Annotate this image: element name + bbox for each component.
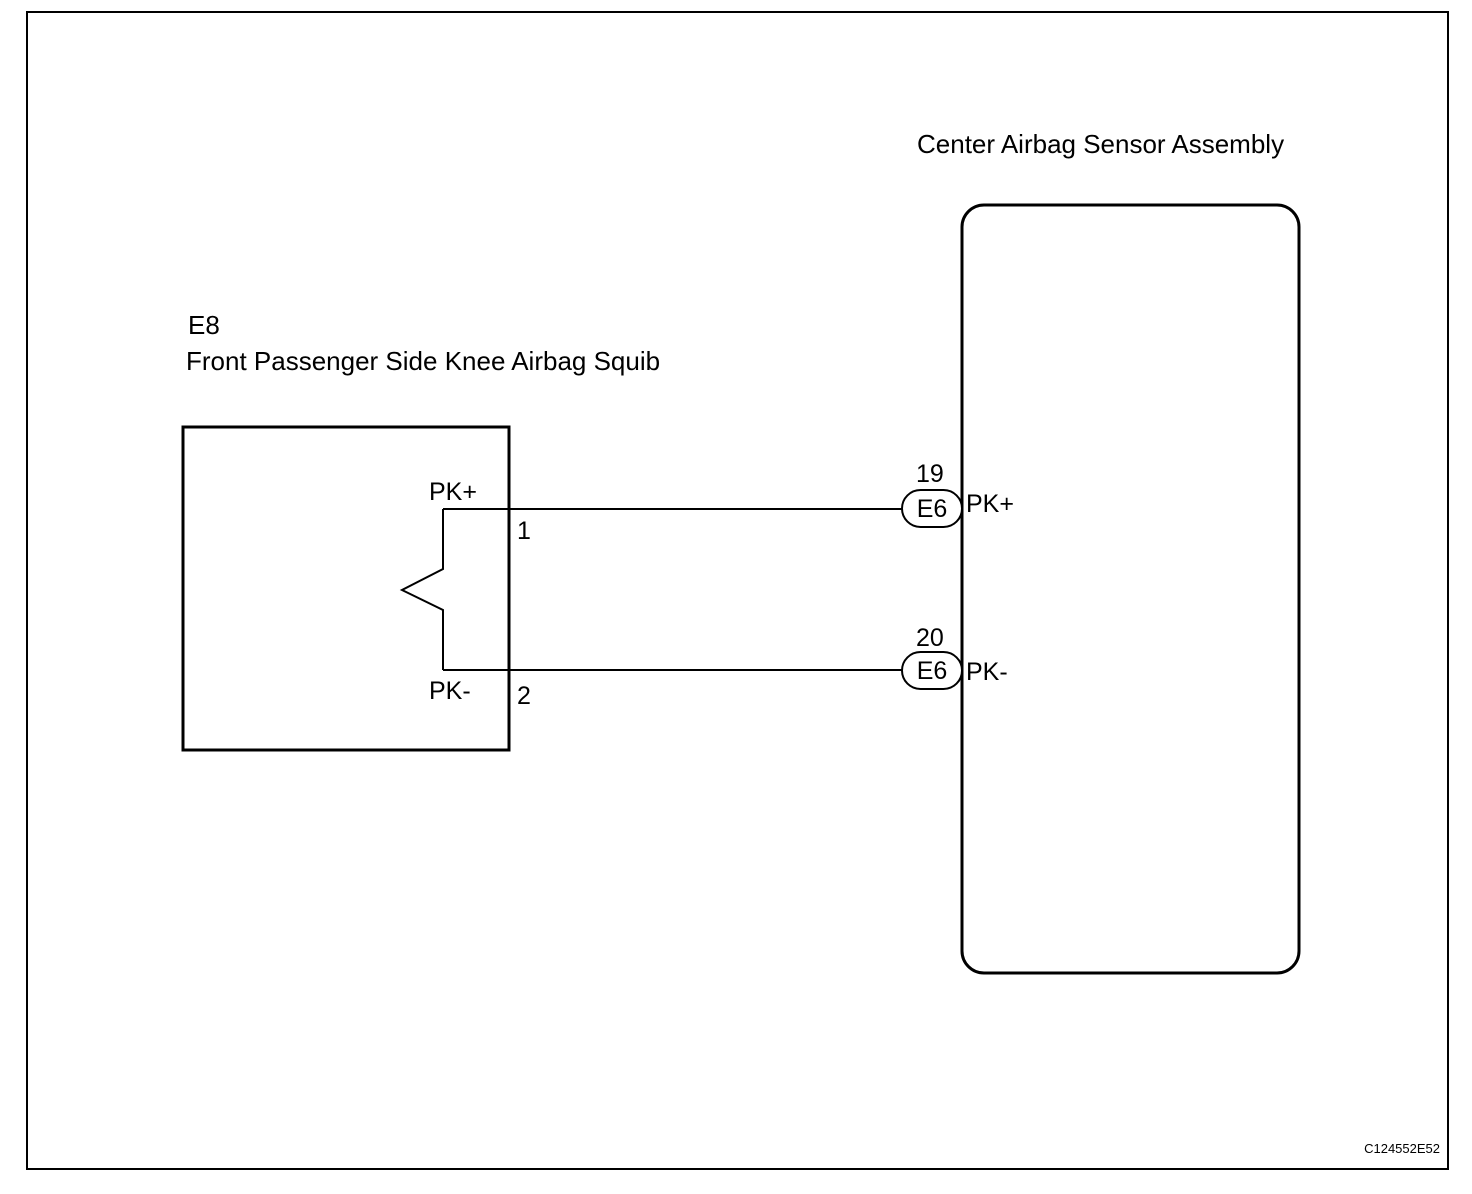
squib-pin-number-1: 1 <box>517 517 531 545</box>
connector-badge-pk-plus <box>901 489 963 528</box>
sensor-title: Center Airbag Sensor Assembly <box>917 129 1284 159</box>
squib-title: Front Passenger Side Knee Airbag Squib <box>186 346 660 376</box>
sensor-box <box>960 203 1301 975</box>
connector-label-pk-plus: E6 <box>917 495 948 523</box>
squib-pin-signal-2: PK- <box>429 677 471 705</box>
sensor-pin-signal-pk-minus: PK- <box>966 658 1008 686</box>
squib-box <box>181 425 511 752</box>
squib-pin-number-2: 2 <box>517 682 531 710</box>
connector-label-pk-minus: E6 <box>917 657 948 685</box>
sensor-pin-signal-pk-plus: PK+ <box>966 490 1014 518</box>
figure-code: C124552E52 <box>1364 1141 1440 1156</box>
squib-pin-signal-1: PK+ <box>429 478 477 506</box>
sensor-pin-number-19: 19 <box>916 460 944 488</box>
sensor-pin-number-20: 20 <box>916 624 944 652</box>
connector-badge-pk-minus <box>901 651 963 690</box>
squib-element-symbol <box>399 509 444 670</box>
diagram-frame <box>26 11 1449 1170</box>
squib-code: E8 <box>188 310 220 340</box>
